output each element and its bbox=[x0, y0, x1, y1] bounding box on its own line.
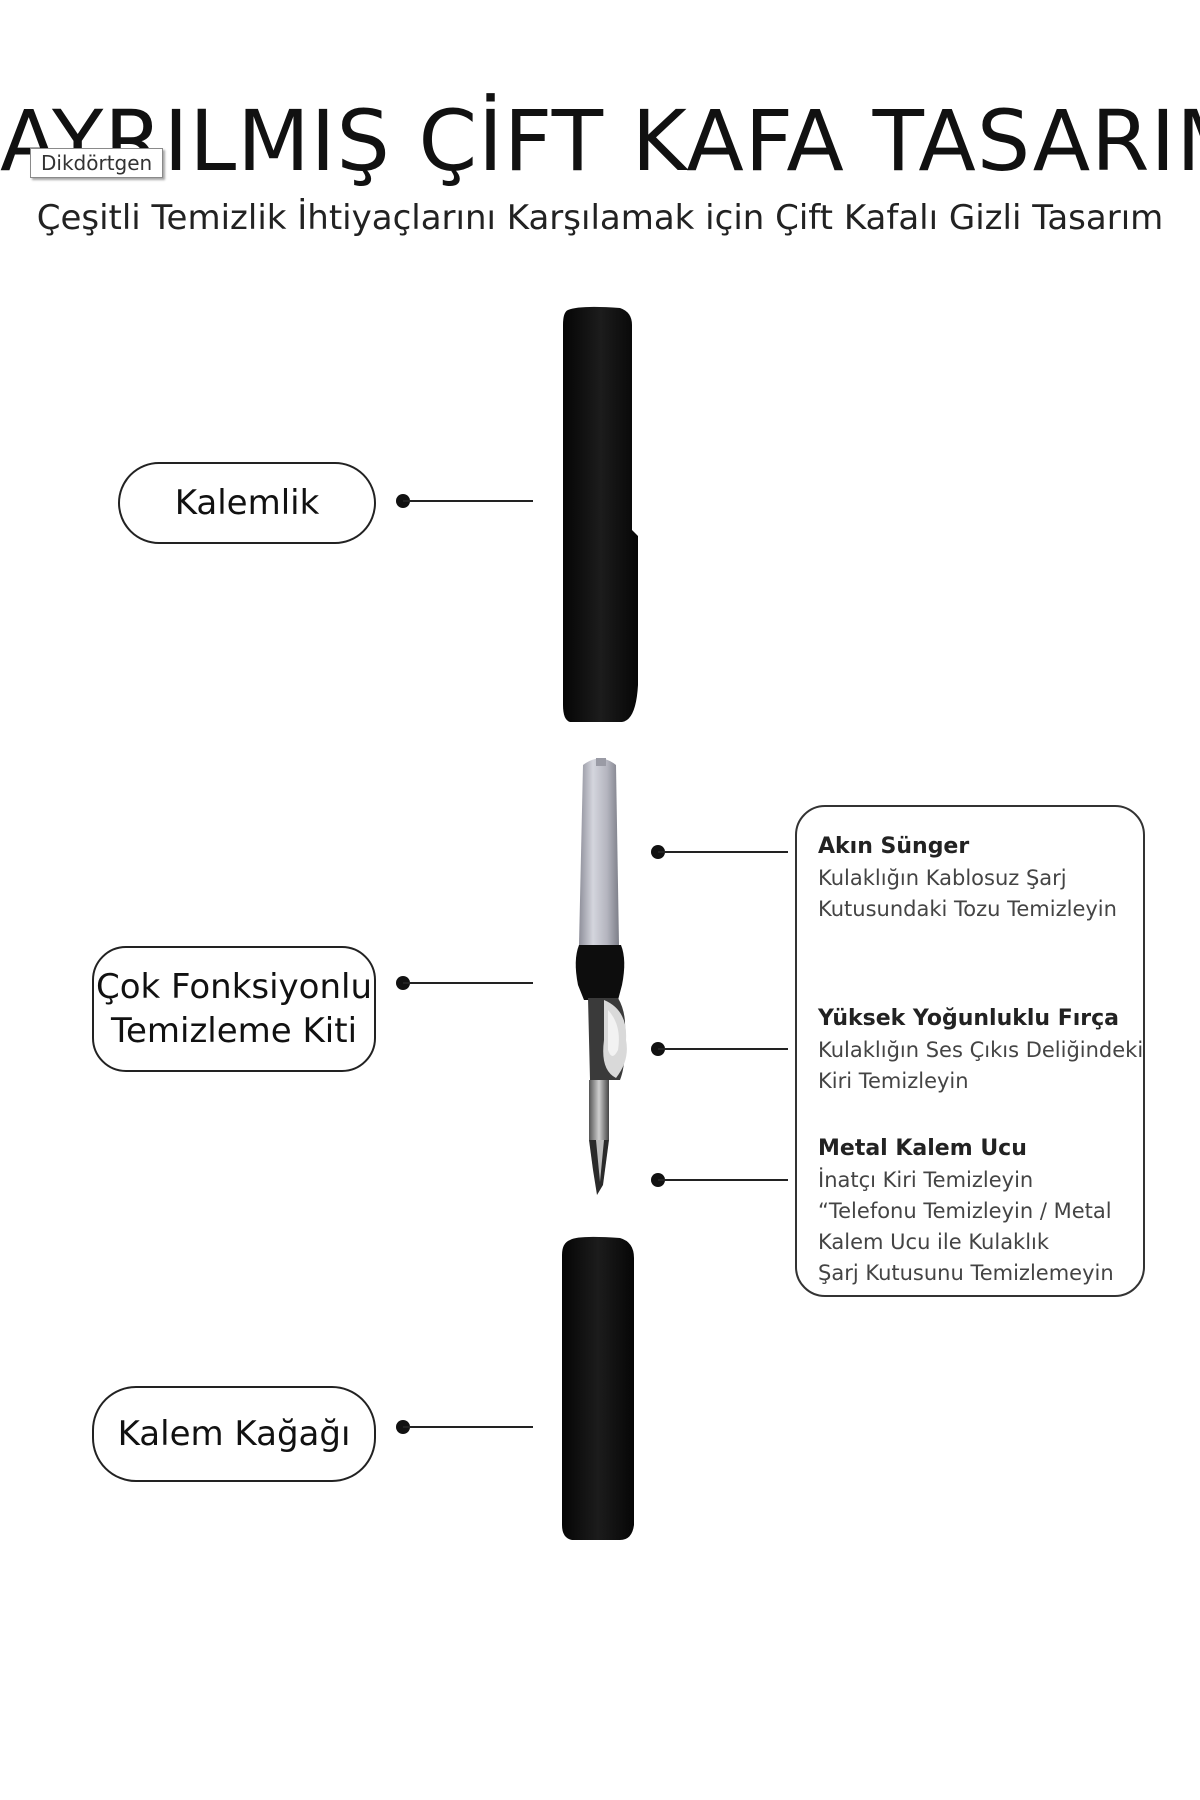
label-cleaning-kit-text: Çok Fonksiyonlu Temizleme Kiti bbox=[95, 966, 373, 1051]
feature-desc-sponge: Kulaklığın Kablosuz Şarj Kutusundaki Toz… bbox=[818, 866, 1117, 921]
page-subtitle: Çeşitli Temizlik İhtiyaçlarını Karşılama… bbox=[36, 198, 1164, 238]
pen-holder-cap bbox=[563, 306, 638, 722]
shape-tooltip: Dikdörtgen bbox=[30, 148, 164, 178]
cleaning-kit bbox=[575, 758, 627, 1195]
feature-box bbox=[795, 805, 1145, 1297]
connector-line bbox=[658, 1048, 788, 1050]
label-cleaning-kit: Çok Fonksiyonlu Temizleme Kiti bbox=[92, 946, 376, 1072]
connector-line bbox=[403, 1426, 533, 1428]
feature-desc-metal-tip: İnatçı Kiri Temizleyin “Telefonu Temizle… bbox=[818, 1168, 1114, 1285]
label-kalemlik: Kalemlik bbox=[118, 462, 376, 544]
label-kalemlik-text: Kalemlik bbox=[174, 482, 320, 523]
label-bottom-cap-text: Kalem Kağağı bbox=[117, 1413, 351, 1454]
feature-title-sponge: Akın Sünger bbox=[818, 834, 970, 859]
pen-bottom-cap bbox=[562, 1236, 634, 1540]
connector-line bbox=[403, 500, 533, 502]
page-title: AYRILMIŞ ÇİFT KAFA TASARIMI bbox=[0, 92, 1200, 190]
connector-line bbox=[658, 1179, 788, 1181]
feature-desc-brush: Kulaklığın Ses Çıkıs Deliğindeki Kiri Te… bbox=[818, 1038, 1144, 1093]
feature-title-metal-tip: Metal Kalem Ucu bbox=[818, 1136, 1027, 1161]
feature-title-brush: Yüksek Yoğunluklu Fırça bbox=[818, 1006, 1120, 1031]
connector-line bbox=[403, 982, 533, 984]
connector-line bbox=[658, 851, 788, 853]
label-bottom-cap: Kalem Kağağı bbox=[92, 1386, 376, 1482]
